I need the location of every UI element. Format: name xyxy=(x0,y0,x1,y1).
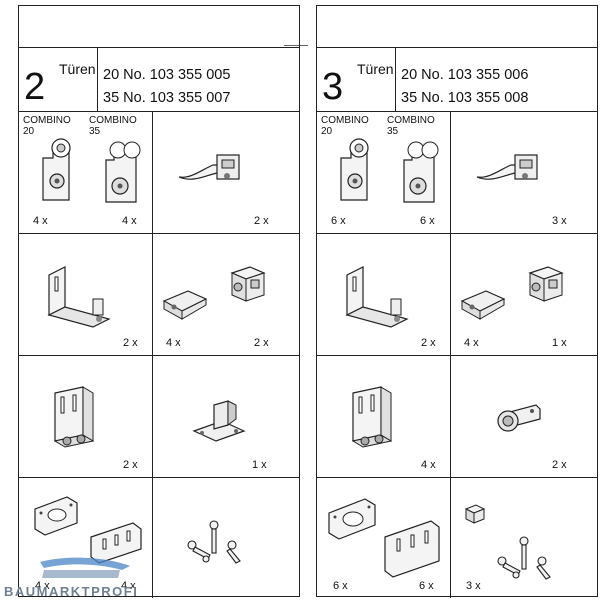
watermark-logo-icon xyxy=(40,557,130,578)
guide-icon xyxy=(53,386,95,448)
quantity: 2 x xyxy=(254,337,269,349)
cell-guide: 2 x xyxy=(19,355,152,477)
divider xyxy=(317,233,597,234)
quantity: 2 x xyxy=(123,459,138,471)
stopper-icon xyxy=(178,154,240,180)
watermark-text: BAUMARKTPROFI xyxy=(4,584,139,599)
quantity: 2 x xyxy=(552,459,567,471)
quantity: 4 x xyxy=(33,215,48,227)
part-number-35: 35 No. 103 355 007 xyxy=(103,90,231,106)
combino-size: 35 xyxy=(387,126,399,137)
quantity: 3 x xyxy=(466,580,481,592)
cell-plates: 6 x 6 x xyxy=(317,477,450,599)
part-number-20: 20 No. 103 355 006 xyxy=(401,67,529,83)
cell-bracket: 2 x xyxy=(19,233,152,355)
clip-icon xyxy=(162,290,208,320)
divider xyxy=(395,47,396,111)
divider xyxy=(19,111,299,112)
quantity: 6 x xyxy=(333,580,348,592)
divider xyxy=(317,477,597,478)
hanger-icon xyxy=(403,141,439,203)
door-count: 2 xyxy=(24,66,46,108)
quantity: 4 x xyxy=(122,215,137,227)
cell-roller-guide: 2 x xyxy=(450,355,583,477)
divider xyxy=(19,233,299,234)
quantity: 4 x xyxy=(35,580,50,592)
combino-label: COMBINO xyxy=(89,115,137,126)
hanger-icon xyxy=(340,138,369,201)
combino-label: COMBINO xyxy=(387,115,435,126)
bracket-icon xyxy=(47,266,111,328)
quantity: 2 x xyxy=(421,337,436,349)
door-count: 3 xyxy=(322,66,344,108)
cell-stopper: 2 x xyxy=(152,111,285,233)
screws-icon xyxy=(187,520,241,564)
quantity: 2 x xyxy=(123,337,138,349)
clip-icon xyxy=(460,290,506,320)
block-icon xyxy=(230,266,266,302)
doors-label: Türen xyxy=(357,61,394,77)
cell-plates: 4 x 4 x xyxy=(19,477,152,599)
cell-hangers: COMBINO 20 COMBINO 35 6 x 6 x xyxy=(317,111,450,233)
divider xyxy=(450,111,451,598)
quantity: 2 x xyxy=(254,215,269,227)
cell-screws: 3 x xyxy=(450,477,583,599)
quantity: 4 x xyxy=(464,337,479,349)
cube-icon xyxy=(464,504,486,524)
cell-screws xyxy=(152,477,285,599)
part-number-35: 35 No. 103 355 008 xyxy=(401,90,529,106)
quantity: 1 x xyxy=(252,459,267,471)
quantity: 4 x xyxy=(421,459,436,471)
quantity: 6 x xyxy=(331,215,346,227)
divider xyxy=(19,355,299,356)
cell-clips: 4 x 1 x xyxy=(450,233,583,355)
combino-size: 20 xyxy=(321,126,333,137)
cell-guide: 4 x xyxy=(317,355,450,477)
panel-2-doors: 2 Türen 20 No. 103 355 005 35 No. 103 35… xyxy=(18,5,300,599)
quantity: 6 x xyxy=(420,215,435,227)
quantity: 6 x xyxy=(419,580,434,592)
combino-size: 35 xyxy=(89,126,101,137)
hanger-icon xyxy=(42,138,71,201)
combino-label: COMBINO xyxy=(321,115,369,126)
plate-icon xyxy=(328,498,376,540)
divider xyxy=(317,355,597,356)
cell-bracket: 2 x xyxy=(317,233,450,355)
screws-icon xyxy=(497,536,551,580)
combino-size: 20 xyxy=(23,126,35,137)
divider xyxy=(19,47,299,48)
cell-clips: 4 x 2 x xyxy=(152,233,285,355)
combino-label: COMBINO xyxy=(23,115,71,126)
divider xyxy=(97,47,98,111)
quantity: 4 x xyxy=(166,337,181,349)
cell-floor-guide: 1 x xyxy=(152,355,285,477)
part-number-20: 20 No. 103 355 005 xyxy=(103,67,231,83)
plate-icon xyxy=(384,520,440,578)
guide-icon xyxy=(351,386,393,448)
quantity: 3 x xyxy=(552,215,567,227)
doors-label: Türen xyxy=(59,61,96,77)
stopper-icon xyxy=(476,154,538,180)
floor-guide-icon xyxy=(192,400,246,442)
cell-stopper: 3 x xyxy=(450,111,583,233)
divider xyxy=(19,477,299,478)
panel-3-doors: 3 Türen 20 No. 103 355 006 35 No. 103 35… xyxy=(316,5,598,599)
divider xyxy=(152,111,153,598)
quantity: 1 x xyxy=(552,337,567,349)
roller-guide-icon xyxy=(497,404,541,432)
divider xyxy=(317,47,597,48)
plate-icon xyxy=(90,522,142,564)
quantity: 4 x xyxy=(121,580,136,592)
cell-hangers: COMBINO 20 COMBINO 35 4 x 4 x xyxy=(19,111,152,233)
hanger-icon xyxy=(105,141,141,203)
divider-stray xyxy=(284,45,308,46)
bracket-icon xyxy=(345,266,409,328)
divider xyxy=(317,111,597,112)
block-icon xyxy=(528,266,564,302)
plate-icon xyxy=(34,496,78,536)
